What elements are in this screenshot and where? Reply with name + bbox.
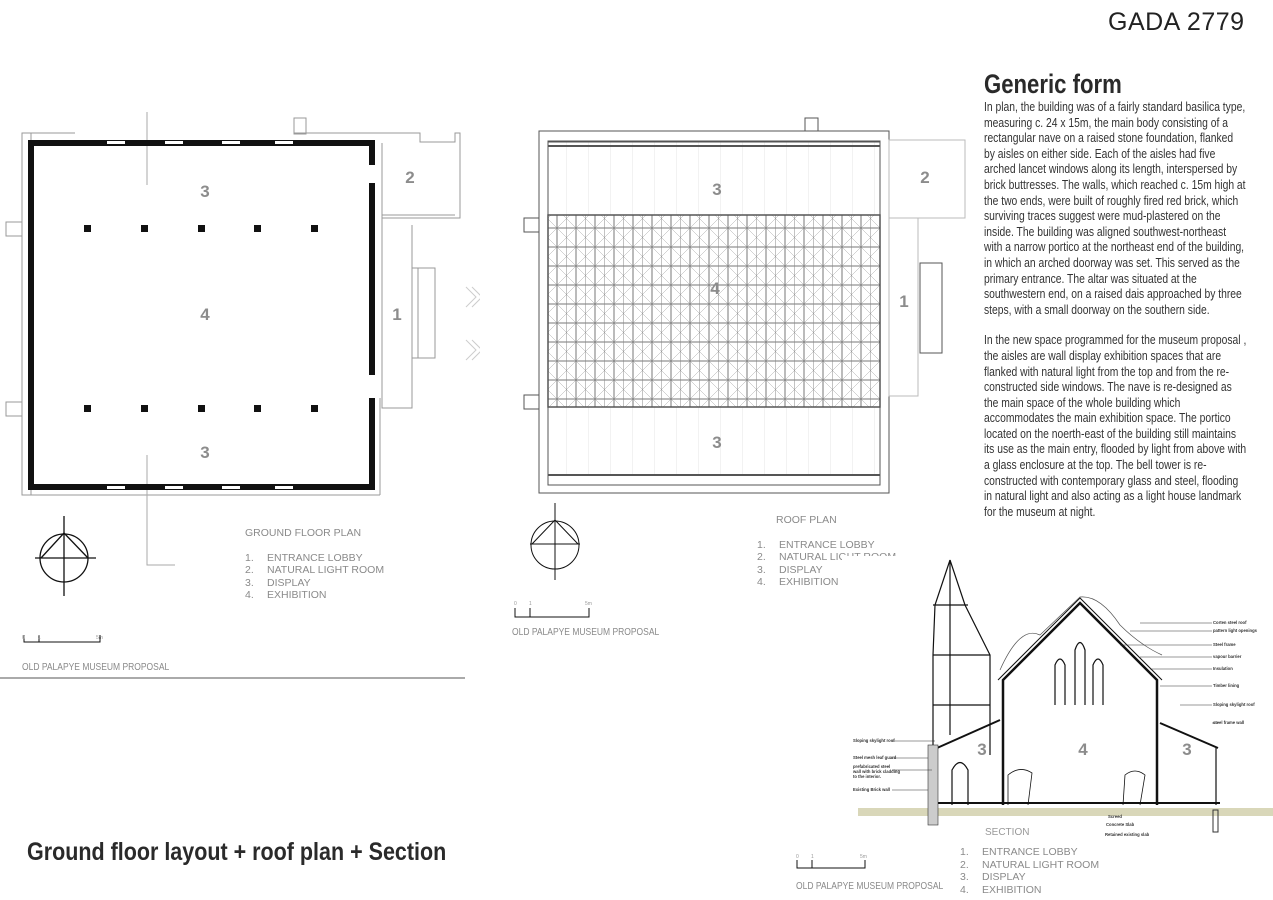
svg-text:1: 1	[811, 854, 814, 860]
roof-plan: 3 4 3 2 1 0 1 5m	[514, 117, 966, 618]
annotations-left: Sloping skylight roof Steel mesh leaf gu…	[852, 738, 900, 792]
roof-label-display-north: 3	[712, 180, 721, 199]
section-background	[842, 556, 1273, 846]
scale-tick-1: 1	[38, 635, 41, 641]
scale-tick-0: 0	[514, 601, 517, 607]
description-block: Generic form In plan, the building was o…	[984, 68, 1246, 535]
room-label-exhibition: 4	[200, 305, 210, 324]
svg-text:5m: 5m	[860, 854, 867, 860]
scale-bar	[514, 608, 590, 618]
columns	[84, 225, 318, 412]
svg-text:Insulation: Insulation	[1213, 666, 1233, 671]
svg-text:prefabricated steel: prefabricated steel	[853, 764, 890, 769]
north-arrow-icon	[35, 516, 96, 596]
svg-text:Steel mesh leaf guard: Steel mesh leaf guard	[853, 755, 897, 760]
section-label-display-right: 3	[1182, 740, 1191, 759]
svg-text:Sloping skylight roof: Sloping skylight roof	[1213, 702, 1255, 707]
svg-text:Steel frame: Steel frame	[1213, 642, 1236, 647]
ground-floor-plan: 3 4 3 2 1 0 1 5m	[0, 112, 480, 679]
room-label-display-south: 3	[200, 443, 209, 462]
roof-label-exhibition: 4	[710, 279, 720, 298]
roof-label-display-south: 3	[712, 433, 721, 452]
svg-text:Retained existing slab: Retained existing slab	[1105, 832, 1150, 837]
sheet-code: GADA 2779	[1108, 8, 1245, 36]
section-label-exhibition: 4	[1078, 740, 1088, 759]
description-paragraph-1: In plan, the building was of a fairly st…	[984, 100, 1246, 317]
ground-plan-legend: GROUND FLOOR PLAN 1.ENTRANCE LOBBY 2.NAT…	[245, 527, 385, 601]
project-name-ground: OLD PALAPYE MUSEUM PROPOSAL	[22, 662, 170, 673]
ground-plan-title: GROUND FLOOR PLAN	[245, 527, 362, 539]
svg-text:vapour barrier: vapour barrier	[1213, 654, 1242, 659]
scale-tick-1: 1	[529, 601, 532, 607]
roof-plan-title: ROOF PLAN	[776, 514, 837, 526]
roof-label-light-room: 2	[920, 168, 929, 187]
scale-tick-5: 5m	[585, 601, 592, 607]
svg-text:Concrete Slab: Concrete Slab	[1106, 822, 1135, 827]
svg-text:Sloping skylight roof: Sloping skylight roof	[853, 738, 895, 743]
windows	[107, 141, 293, 489]
section-legend: 1.ENTRANCE LOBBY 2.NATURAL LIGHT ROOM 3.…	[960, 846, 1100, 896]
chevron-marks	[465, 286, 480, 361]
annotation-leaders	[892, 622, 1218, 791]
brick-wall-hatch	[927, 744, 939, 826]
section-scale-bar: 0 1 5m	[796, 854, 867, 869]
exterior-walls	[28, 140, 375, 490]
room-label-lobby: 1	[392, 305, 401, 324]
svg-text:steel frame wall: steel frame wall	[1213, 720, 1244, 725]
annotations-bottom: Screed Concrete Slab Retained existing s…	[1105, 814, 1150, 837]
sheet-title: Ground floor layout + roof plan + Sectio…	[27, 838, 447, 866]
north-arrow-icon	[530, 503, 580, 580]
roof-label-lobby: 1	[899, 292, 908, 311]
svg-text:0: 0	[796, 854, 799, 860]
svg-text:Corten steel roof: Corten steel roof	[1213, 620, 1247, 625]
building-section: 3 4 3 Corten steel roof pattern light op…	[852, 559, 1273, 838]
annotations-right: Corten steel roof pattern light openings…	[1213, 620, 1258, 725]
svg-text:wall with brick cladding: wall with brick cladding	[852, 769, 900, 774]
svg-text:Existing Brick wall: Existing Brick wall	[853, 787, 890, 792]
project-name-roof: OLD PALAPYE MUSEUM PROPOSAL	[512, 627, 660, 638]
svg-text:pattern light openings: pattern light openings	[1213, 628, 1258, 633]
scale-tick-5: 5m	[96, 635, 103, 641]
description-heading: Generic form	[984, 69, 1122, 99]
room-label-display-north: 3	[200, 182, 209, 201]
svg-text:Screed: Screed	[1108, 814, 1122, 819]
svg-text:Timber lining: Timber lining	[1213, 683, 1240, 688]
section-label-display-left: 3	[977, 740, 986, 759]
svg-text:to the interior.: to the interior.	[853, 774, 881, 779]
section-title: SECTION	[985, 827, 1029, 838]
description-paragraph-2: In the new space programmed for the muse…	[984, 333, 1247, 519]
project-name-section: OLD PALAPYE MUSEUM PROPOSAL	[796, 881, 944, 892]
scale-tick-0: 0	[22, 635, 25, 641]
scale-bar	[23, 635, 101, 643]
room-label-light-room: 2	[405, 168, 414, 187]
